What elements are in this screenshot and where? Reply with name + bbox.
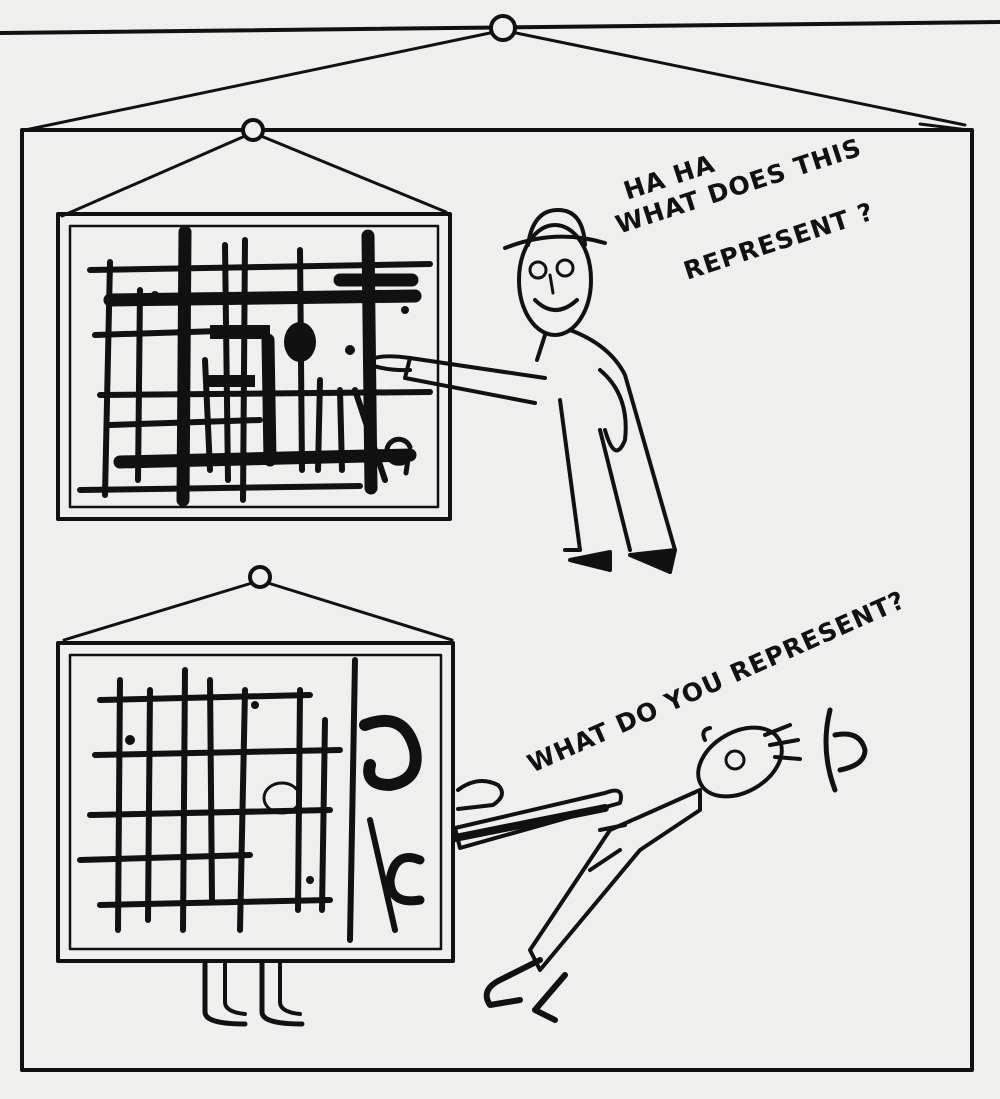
outer-frame xyxy=(20,122,974,1072)
abstract-painting-1 xyxy=(56,212,452,521)
painting-2-hanger xyxy=(62,565,454,642)
laughing-man-figure xyxy=(363,208,677,574)
picture-rail xyxy=(0,14,1000,132)
abstract-painting-2 xyxy=(56,641,623,1027)
fallen-man-figure xyxy=(483,707,868,1023)
painting-1-hanger xyxy=(60,118,448,218)
